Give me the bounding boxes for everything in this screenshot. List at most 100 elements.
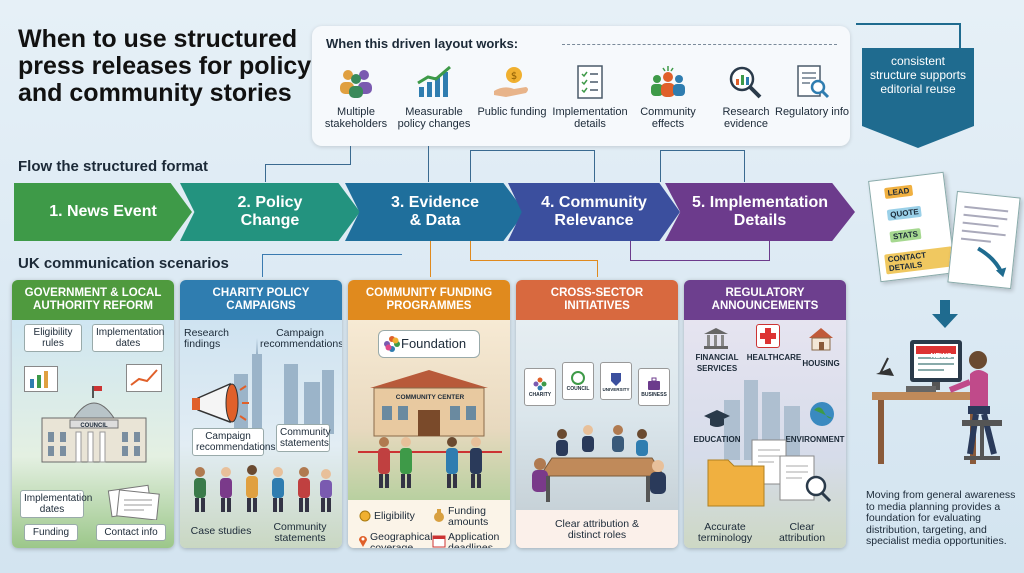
connector-line xyxy=(262,255,263,277)
connector-line xyxy=(470,241,598,261)
card-title: REGULATORY ANNOUNCEMENTS xyxy=(684,280,846,320)
works-item-community-effects: Community effects xyxy=(630,62,706,130)
svg-text:$: $ xyxy=(511,71,517,82)
label-research-findings: Research findings xyxy=(184,327,229,350)
down-arrow-icon xyxy=(930,300,960,328)
connector-line xyxy=(630,241,770,261)
connector-line xyxy=(597,260,598,277)
connector-line xyxy=(350,146,351,164)
flow-step-implementation-details: 5. Implementation Details xyxy=(665,183,855,241)
community-icon xyxy=(648,62,688,102)
chart-up-icon xyxy=(414,62,454,102)
megaphone-icon xyxy=(190,382,250,428)
council-sign: COUNCIL xyxy=(562,362,594,400)
university-sign: UNIVERSITY xyxy=(600,362,632,400)
label-accurate-terminology: Accurate terminology xyxy=(697,521,753,544)
tag-contact-info: Contact info xyxy=(96,524,166,541)
bank-icon xyxy=(702,326,730,350)
scenario-card-charity: CHARITY POLICY CAMPAIGNS Research findin… xyxy=(180,280,342,548)
side-arrow-top xyxy=(856,20,974,50)
label-clear-attribution: Clear attribution & distinct roles xyxy=(554,518,640,541)
screen-news-label: NEWS xyxy=(930,353,952,360)
magnifier-chart-icon xyxy=(726,62,766,102)
flow-step-community-relevance: 4. Community Relevance xyxy=(508,183,680,241)
business-sign: BUSINESS xyxy=(638,368,670,406)
when-works-panel: When this driven layout works: Multiple … xyxy=(312,26,850,146)
connector-line xyxy=(470,150,595,182)
folders-documents-icon xyxy=(702,438,832,508)
tag-implementation-dates: Implementation dates xyxy=(92,324,164,352)
label-application-deadlines: Application deadlines xyxy=(448,531,500,549)
checklist-icon xyxy=(570,62,610,102)
card-title: GOVERNMENT & LOCAL AUTHORITY REFORM xyxy=(12,280,174,320)
card-title: CHARITY POLICY CAMPAIGNS xyxy=(180,280,342,320)
connector-line xyxy=(262,241,402,255)
sign-campaign-recommendations: Campaign recommendations xyxy=(192,428,275,456)
community-center-icon xyxy=(362,366,496,438)
works-item-implementation: Implementation details xyxy=(552,62,628,130)
document-search-icon xyxy=(792,62,832,102)
trend-chart-icon xyxy=(126,364,162,392)
connector-line xyxy=(428,146,429,182)
scenario-card-community-funding: COMMUNITY FUNDING PROGRAMMES Foundation … xyxy=(348,280,510,548)
label-healthcare: HEALTHCARE xyxy=(746,353,802,362)
works-item-regulatory: Regulatory info xyxy=(774,62,850,118)
money-bag-icon xyxy=(432,508,446,522)
tag-funding: Funding xyxy=(24,524,78,541)
tag-implementation-dates: Implementation dates xyxy=(20,490,92,518)
scenario-card-cross-sector: CROSS-SECTOR INITIATIVES CHARITY COUNCIL… xyxy=(516,280,678,548)
card-title: COMMUNITY FUNDING PROGRAMMES xyxy=(348,280,510,320)
connector-line xyxy=(660,150,745,182)
chart-icon xyxy=(24,366,58,392)
scenario-card-regulatory: REGULATORY ANNOUNCEMENTS FINANCIAL SERVI… xyxy=(684,280,846,548)
tags-area xyxy=(516,510,678,548)
meeting-table-icon xyxy=(522,420,672,506)
label-campaign-recommendations: Campaign recommendations xyxy=(260,327,342,350)
building-sign: COMMUNITY CENTER xyxy=(395,394,465,401)
label-housing: HOUSING xyxy=(802,359,840,368)
label-clear-attribution: Clear attribution xyxy=(778,521,826,544)
label-environment: ENVIRONMENT xyxy=(785,435,845,444)
card-title: CROSS-SECTOR INITIATIVES xyxy=(516,280,678,320)
doc-label-stats: STATS xyxy=(889,228,922,243)
page-title: When to use structured press releases fo… xyxy=(18,25,312,107)
works-item-stakeholders: Multiple stakeholders xyxy=(318,62,394,130)
calendar-icon xyxy=(432,534,446,548)
graduation-cap-icon xyxy=(702,408,732,430)
tag-eligibility-rules: Eligibility rules xyxy=(24,324,82,352)
divider xyxy=(562,44,837,45)
label-geographical-coverage: Geographical coverage xyxy=(370,531,433,549)
house-icon xyxy=(806,326,836,352)
works-item-public-funding: $ Public funding xyxy=(474,62,550,118)
connector-line xyxy=(430,241,431,277)
flow-step-news-event: 1. News Event xyxy=(14,183,192,241)
connector-line xyxy=(265,164,351,182)
person-at-desk-icon xyxy=(866,334,1016,484)
doc-label-contact-details: CONTACT DETAILS xyxy=(884,246,955,275)
tags-area xyxy=(348,500,510,548)
protesters-icon xyxy=(186,460,336,514)
building-sign: COUNCIL xyxy=(80,423,108,429)
doc-label-quote: QUOTE xyxy=(886,205,923,221)
scenario-card-government: GOVERNMENT & LOCAL AUTHORITY REFORM Elig… xyxy=(12,280,174,548)
works-item-policy-changes: Measurable policy changes xyxy=(396,62,472,130)
doc-label-lead: LEAD xyxy=(884,184,913,200)
healthcare-icon xyxy=(756,324,780,348)
label-funding-amounts: Funding amounts xyxy=(448,505,489,528)
flow-step-policy-change: 2. Policy Change xyxy=(180,183,360,241)
city-skyline-icon xyxy=(234,334,334,434)
flow-step-evidence-data: 3. Evidence & Data xyxy=(345,183,525,241)
people-icon xyxy=(336,62,376,102)
map-pin-icon xyxy=(356,534,370,548)
scenarios-label: UK communication scenarios xyxy=(18,255,229,272)
medal-icon xyxy=(358,508,372,522)
label-education: EDUCATION xyxy=(693,435,741,444)
press-release-document-2 xyxy=(947,190,1021,290)
council-building-icon xyxy=(36,382,152,464)
label-community-statements: Community statements xyxy=(273,521,327,544)
press-release-document: LEAD QUOTE STATS CONTACT DETAILS xyxy=(868,171,956,283)
flow-label: Flow the structured format xyxy=(18,158,209,175)
flower-logo-icon xyxy=(383,335,401,353)
documents-icon xyxy=(104,484,164,520)
consistent-structure-arrow: consistent structure supports editorial … xyxy=(862,48,974,148)
